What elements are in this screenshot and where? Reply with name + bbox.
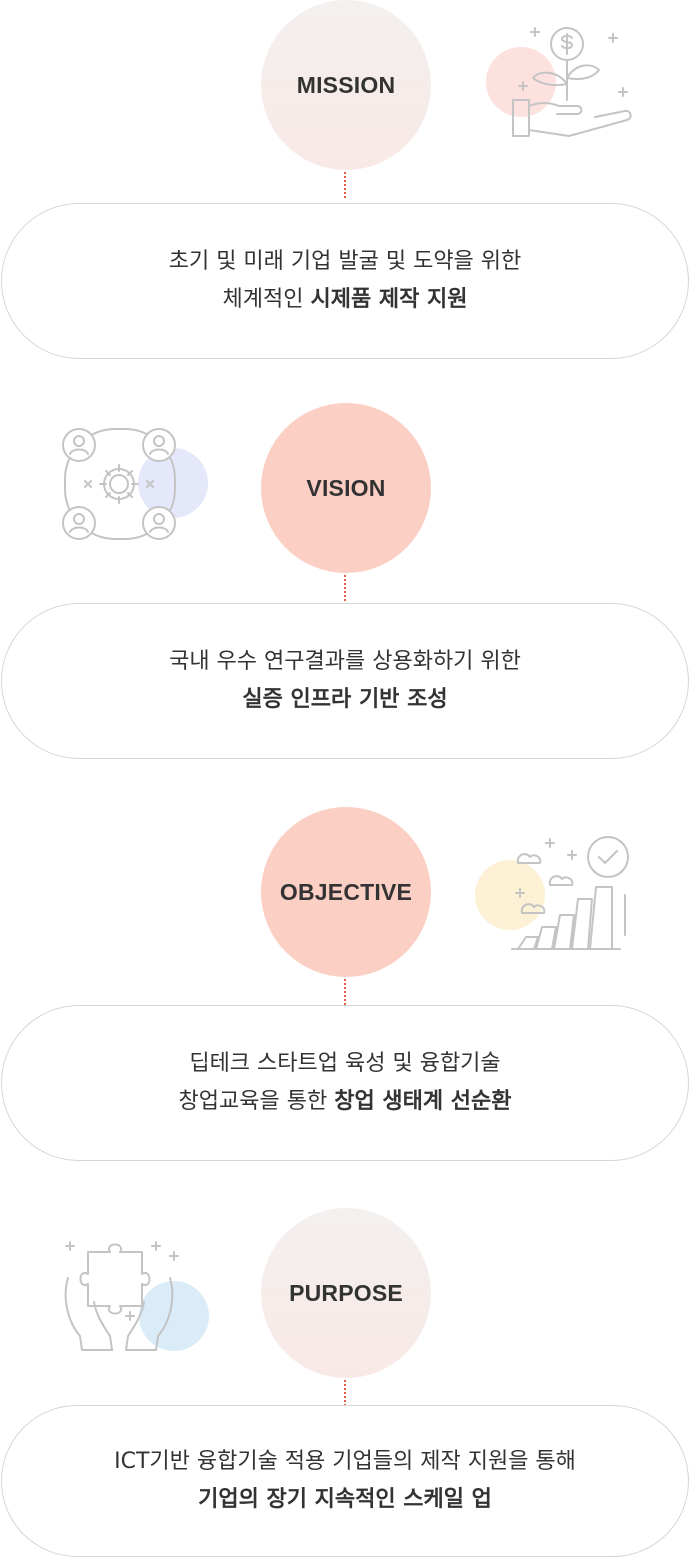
mission-line2-regular: 체계적인 <box>222 287 311 312</box>
vision-line2: 실증 인프라 기반 조성 <box>242 681 447 719</box>
purpose-line1: ICT기반 융합기술 적용 기업들의 제작 지원을 통해 <box>114 1449 576 1474</box>
objective-label: OBJECTIVE <box>279 878 413 905</box>
growth-chart-check-icon <box>470 829 635 954</box>
mission-line2: 체계적인 시제품 제작 지원 <box>223 281 468 319</box>
vision-line1: 국내 우수 연구결과를 상용화하기 위한 <box>169 649 521 674</box>
objective-line2-regular: 창업교육을 통한 <box>178 1089 335 1114</box>
vision-section: VISION 국내 우수 연구결과를 상용화하기 위한 실증 인프라 기반 조성 <box>0 403 692 773</box>
objective-line1: 딥테크 스타트업 육성 및 융합기술 <box>189 1051 501 1076</box>
vision-label: VISION <box>306 474 386 501</box>
mission-connector <box>344 172 346 198</box>
mission-label: MISSION <box>296 71 396 98</box>
purpose-section: PURPOSE ICT기반 융합기술 적용 기업들의 제작 지원을 통해 기업의… <box>0 1208 692 1557</box>
mission-line2-bold: 시제품 제작 지원 <box>310 287 468 312</box>
vision-connector <box>344 575 346 601</box>
objective-connector <box>344 979 346 1005</box>
objective-description: 딥테크 스타트업 육성 및 융합기술 창업교육을 통한 창업 생태계 선순환 <box>1 1005 689 1161</box>
mission-line1: 초기 및 미래 기업 발굴 및 도약을 위한 <box>168 249 522 274</box>
vision-description: 국내 우수 연구결과를 상용화하기 위한 실증 인프라 기반 조성 <box>1 603 689 759</box>
purpose-line2: 기업의 장기 지속적인 스케일 업 <box>198 1481 492 1519</box>
mission-description: 초기 및 미래 기업 발굴 및 도약을 위한 체계적인 시제품 제작 지원 <box>1 203 689 359</box>
purpose-description: ICT기반 융합기술 적용 기업들의 제작 지원을 통해 기업의 장기 지속적인… <box>1 1405 689 1557</box>
purpose-connector <box>344 1380 346 1406</box>
purpose-line2-bold: 기업의 장기 지속적인 스케일 업 <box>198 1487 492 1512</box>
objective-circle: OBJECTIVE <box>261 807 431 977</box>
hands-puzzle-icon <box>60 1238 215 1363</box>
objective-section: OBJECTIVE 딥테크 스타트업 육성 및 융합기술 창업교육을 통한 창업… <box>0 807 692 1177</box>
purpose-label: PURPOSE <box>289 1279 403 1306</box>
objective-line2-bold: 창업 생태계 선순환 <box>334 1089 512 1114</box>
money-plant-hand-icon <box>483 22 633 147</box>
objective-line2: 창업교육을 통한 창업 생태계 선순환 <box>179 1083 512 1121</box>
mission-section: MISSION 초기 및 미래 기업 발굴 및 도약을 위한 체계적인 시제품 … <box>0 0 692 370</box>
purpose-circle: PURPOSE <box>261 1208 431 1378</box>
vision-line2-bold: 실증 인프라 기반 조성 <box>242 687 448 712</box>
team-gear-network-icon <box>55 421 215 551</box>
mission-circle: MISSION <box>261 0 431 170</box>
vision-circle: VISION <box>261 403 431 573</box>
